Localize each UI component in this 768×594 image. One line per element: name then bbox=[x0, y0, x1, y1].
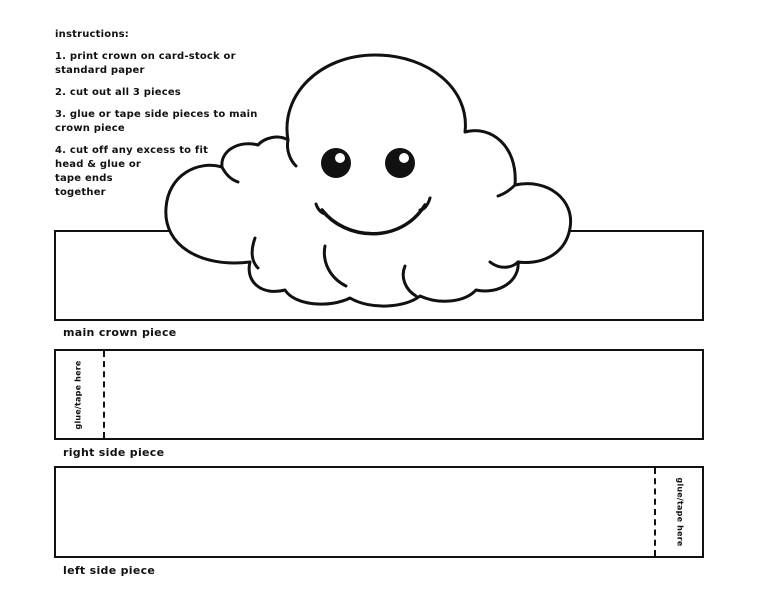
glue-tape-label: glue/tape here bbox=[675, 477, 685, 547]
instruction-step-3: 3. glue or tape side pieces to main crow… bbox=[55, 109, 258, 134]
left-side-piece: glue/tape here bbox=[54, 466, 704, 558]
instructions-heading: instructions: bbox=[55, 29, 130, 40]
left-eye-icon bbox=[321, 148, 351, 178]
instruction-step-2: 2. cut out all 3 pieces bbox=[55, 87, 181, 98]
smile-dimple bbox=[418, 196, 432, 212]
main-crown-piece bbox=[54, 230, 704, 321]
glue-line bbox=[654, 468, 656, 556]
instruction-step-4: 4. cut off any excess to fit head & glue… bbox=[55, 145, 209, 198]
instructions-block: instructions: 1. print crown on card-sto… bbox=[55, 28, 270, 208]
instruction-step-1: 1. print crown on card-stock or standard… bbox=[55, 51, 236, 76]
right-eye-icon bbox=[385, 148, 415, 178]
main-crown-piece-label: main crown piece bbox=[63, 326, 177, 339]
right-side-piece-label: right side piece bbox=[63, 446, 165, 459]
glue-line bbox=[103, 351, 105, 438]
glue-tape-label: glue/tape here bbox=[73, 360, 83, 430]
left-side-piece-label: left side piece bbox=[63, 564, 156, 577]
smile-dimple bbox=[314, 202, 328, 216]
cloud-inner-line bbox=[286, 138, 298, 168]
right-side-piece: glue/tape here bbox=[54, 349, 704, 440]
cloud-inner-line bbox=[496, 183, 517, 198]
